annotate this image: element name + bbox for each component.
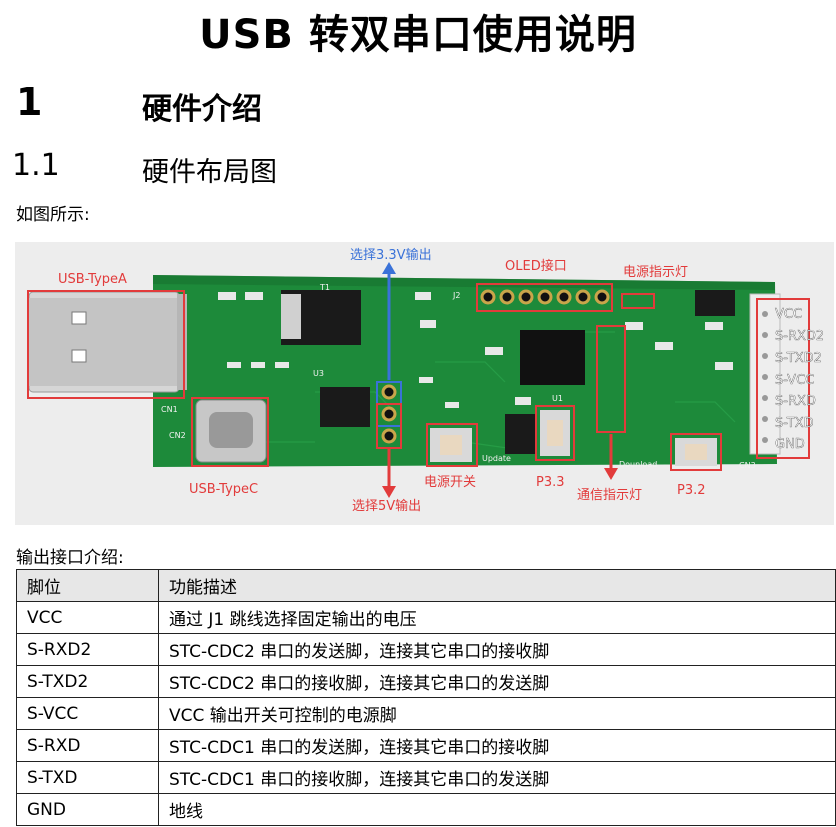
silk-cn3: CN3 [739,461,756,470]
label-comm-led: 通信指示灯 [577,488,642,503]
function-cell: 地线 [158,793,836,826]
table-row: S-TXD2 STC-CDC2 串口的接收脚，连接其它串口的发送脚 [16,665,836,698]
function-cell: VCC 输出开关可控制的电源脚 [158,697,836,730]
pin-cell: S-RXD2 [16,633,159,666]
oled-box [476,283,613,312]
label-power-led: 电源指示灯 [623,265,688,280]
p33-box [535,405,575,461]
table-intro-text: 输出接口介绍: [16,548,124,568]
function-cell: STC-CDC2 串口的接收脚，连接其它串口的发送脚 [158,665,836,698]
function-cell: STC-CDC1 串口的发送脚，连接其它串口的接收脚 [158,729,836,762]
section-heading: 硬件介绍 [142,92,262,127]
board-layout-photo: J2 U1 U3 T1 CN1 CN2 CN3 Update Dounload … [15,242,834,525]
pin-cell: S-TXD [16,761,159,794]
pin-label-gnd: GND [775,437,805,452]
silk-download: Dounload [619,460,657,469]
usb-c-box [191,397,269,467]
pin-label-vcc: VCC [775,307,802,322]
pin-cell: GND [16,793,159,826]
document-title: USB 转双串口使用说明 [199,12,637,58]
pin-cell: S-TXD2 [16,665,159,698]
table-row: GND 地线 [16,793,836,826]
power-led-box [621,293,655,309]
section-number: 1 [16,80,43,124]
subsection-heading: 硬件布局图 [142,157,277,188]
table-row: S-TXD STC-CDC1 串口的接收脚，连接其它串口的发送脚 [16,761,836,794]
column-header-pin: 脚位 [16,569,159,602]
pin-label-s-txd: S-TXD [775,416,814,431]
label-p32: P3.2 [677,483,706,498]
table-row: S-VCC VCC 输出开关可控制的电源脚 [16,697,836,730]
label-oled: OLED接口 [505,258,567,274]
function-cell: 通过 J1 跳线选择固定输出的电压 [158,601,836,634]
pin-label-s-rxd2: S-RXD2 [775,329,824,344]
pin-cell: S-RXD [16,729,159,762]
column-header-function: 功能描述 [158,569,836,602]
label-p33: P3.3 [536,475,565,490]
usb-a-box [27,290,185,399]
silk-update: Update [482,454,511,463]
function-cell: STC-CDC1 串口的接收脚，连接其它串口的发送脚 [158,761,836,794]
silk-t1: T1 [319,283,330,292]
silk-u3: U3 [313,369,324,378]
comm-led-box [596,325,626,433]
label-select-33v: 选择3.3V输出 [350,247,432,263]
table-row: VCC 通过 J1 跳线选择固定输出的电压 [16,601,836,634]
label-select-5v: 选择5V输出 [352,498,421,514]
silk-cn1: CN1 [161,405,178,414]
power-switch-box [426,423,478,467]
label-power-switch: 电源开关 [424,475,476,490]
intro-text: 如图所示: [16,205,90,225]
silk-u1: U1 [552,394,563,403]
pin-description-table: 脚位 功能描述 VCC 通过 J1 跳线选择固定输出的电压 S-RXD2 STC… [16,569,836,826]
label-usb-typea: USB-TypeA [58,272,127,287]
pin-label-s-rxd: S-RXD [775,394,816,409]
silk-cn2: CN2 [169,431,186,440]
label-usb-typec: USB-TypeC [189,482,258,497]
function-cell: STC-CDC2 串口的发送脚，连接其它串口的接收脚 [158,633,836,666]
silk-j2: J2 [452,291,460,300]
pins-box [756,298,810,459]
pin-label-s-txd2: S-TXD2 [775,351,822,366]
pin-label-s-vcc: S-VCC [775,373,814,388]
pin-cell: S-VCC [16,697,159,730]
subsection-number: 1.1 [12,148,60,183]
pin-cell: VCC [16,601,159,634]
p32-box [670,433,722,471]
table-header-row: 脚位 功能描述 [16,569,836,602]
table-row: S-RXD2 STC-CDC2 串口的发送脚，连接其它串口的接收脚 [16,633,836,666]
table-row: S-RXD STC-CDC1 串口的发送脚，连接其它串口的接收脚 [16,729,836,762]
